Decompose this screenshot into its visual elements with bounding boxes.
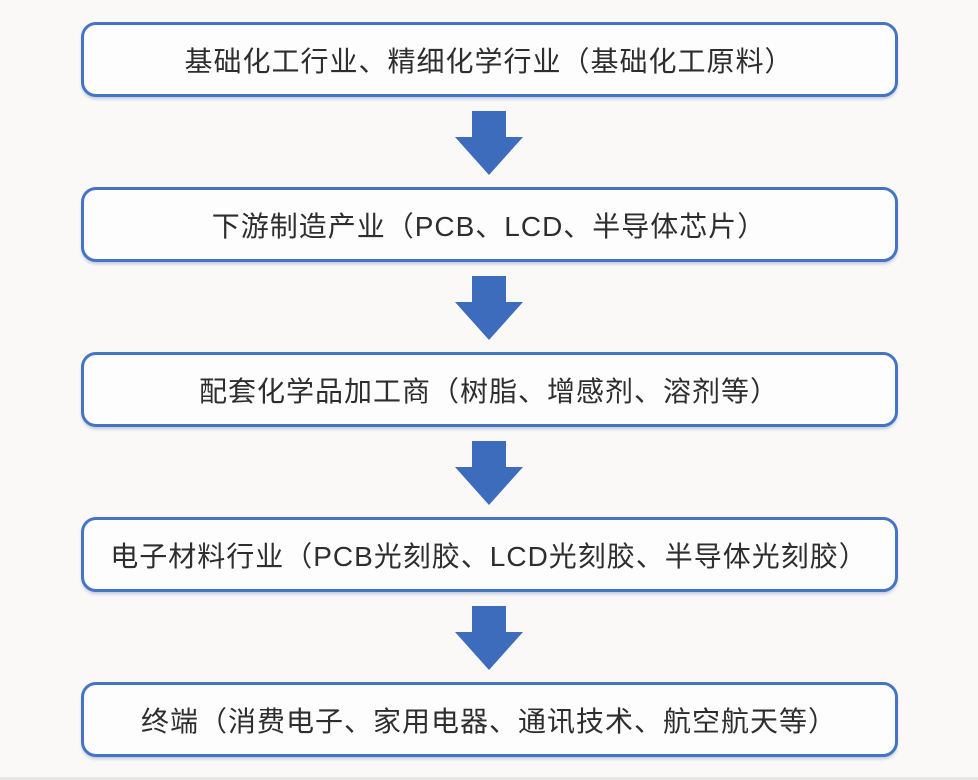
down-arrow-icon — [455, 276, 523, 340]
flow-step-label: 下游制造产业（PCB、LCD、半导体芯片） — [211, 210, 767, 242]
flow-step-label: 终端（消费电子、家用电器、通讯技术、航空航天等） — [140, 705, 837, 737]
flow-step-label: 电子材料行业（PCB光刻胶、LCD光刻胶、半导体光刻胶） — [110, 540, 868, 572]
flow-step-label: 配套化学品加工商（树脂、增感剂、溶剂等） — [198, 375, 779, 407]
flow-step-basic-chemicals: 基础化工行业、精细化学行业（基础化工原料） — [80, 22, 898, 97]
flow-step-electronic-materials: 电子材料行业（PCB光刻胶、LCD光刻胶、半导体光刻胶） — [80, 517, 898, 592]
down-arrow-icon — [455, 606, 523, 670]
down-arrow-icon — [455, 111, 523, 175]
flow-step-supporting-chemicals: 配套化学品加工商（树脂、增感剂、溶剂等） — [80, 352, 898, 427]
flow-step-downstream-manufacturing: 下游制造产业（PCB、LCD、半导体芯片） — [80, 187, 898, 262]
screenshot-bottom-edge — [0, 777, 978, 780]
down-arrow-icon — [455, 441, 523, 505]
flow-step-end-terminals: 终端（消费电子、家用电器、通讯技术、航空航天等） — [80, 682, 898, 757]
flow-step-label: 基础化工行业、精细化学行业（基础化工原料） — [184, 45, 794, 77]
